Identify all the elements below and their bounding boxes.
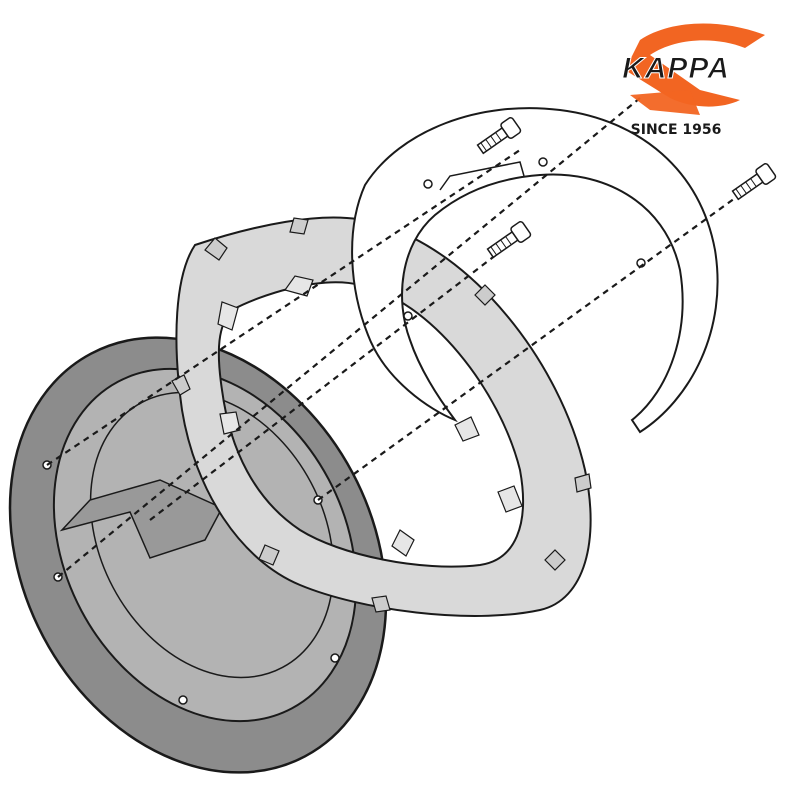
adapter-ring-tab: [289, 217, 309, 235]
adapter-ring-tab: [258, 544, 280, 566]
alignment-line: [317, 179, 761, 501]
gasket-ring-tab: [439, 161, 525, 191]
fuel-cap-base-plate: [8, 336, 388, 774]
adapter-ring-tab: [574, 473, 592, 493]
mounting-bolts: [476, 117, 777, 259]
adapter-ring: [171, 216, 592, 617]
adapter-ring-notch: [454, 416, 480, 442]
brand-tagline: SINCE 1956: [631, 122, 722, 138]
adapter-ring-notch: [284, 275, 314, 297]
gasket-ring-hole: [423, 179, 433, 189]
logo-swoosh-icon: [625, 23, 765, 107]
brand-name: KAPPA: [622, 52, 730, 85]
base-plate-hole: [330, 653, 340, 663]
alignment-line: [46, 149, 521, 466]
logo-swoosh-lower-icon: [630, 90, 700, 115]
base-plate-inner-disc: [52, 367, 358, 723]
alignment-line: [149, 247, 506, 521]
adapter-ring-tab: [371, 595, 391, 613]
gasket-ring-body: [351, 107, 719, 434]
kappa-logo: KAPPA SINCE 1956: [622, 23, 765, 138]
gasket-ring-hole: [538, 157, 548, 167]
adapter-ring-tab: [204, 237, 228, 261]
adapter-ring-notch: [219, 411, 241, 435]
adapter-ring-notch: [217, 301, 239, 331]
adapter-ring-notch: [391, 529, 415, 557]
adapter-ring-tab: [544, 549, 566, 571]
adapter-ring-notch: [497, 485, 523, 513]
gasket-ring-hole: [403, 311, 413, 321]
adapter-ring-tab: [474, 284, 496, 306]
alignment-line: [57, 97, 641, 578]
base-plate-hinge: [59, 479, 224, 559]
bolt: [486, 221, 532, 259]
base-plate-hole: [178, 695, 188, 705]
alignment-lines: [46, 97, 761, 578]
flat-gasket-ring: [351, 107, 719, 434]
bolt: [476, 117, 522, 155]
bolt: [731, 163, 777, 201]
